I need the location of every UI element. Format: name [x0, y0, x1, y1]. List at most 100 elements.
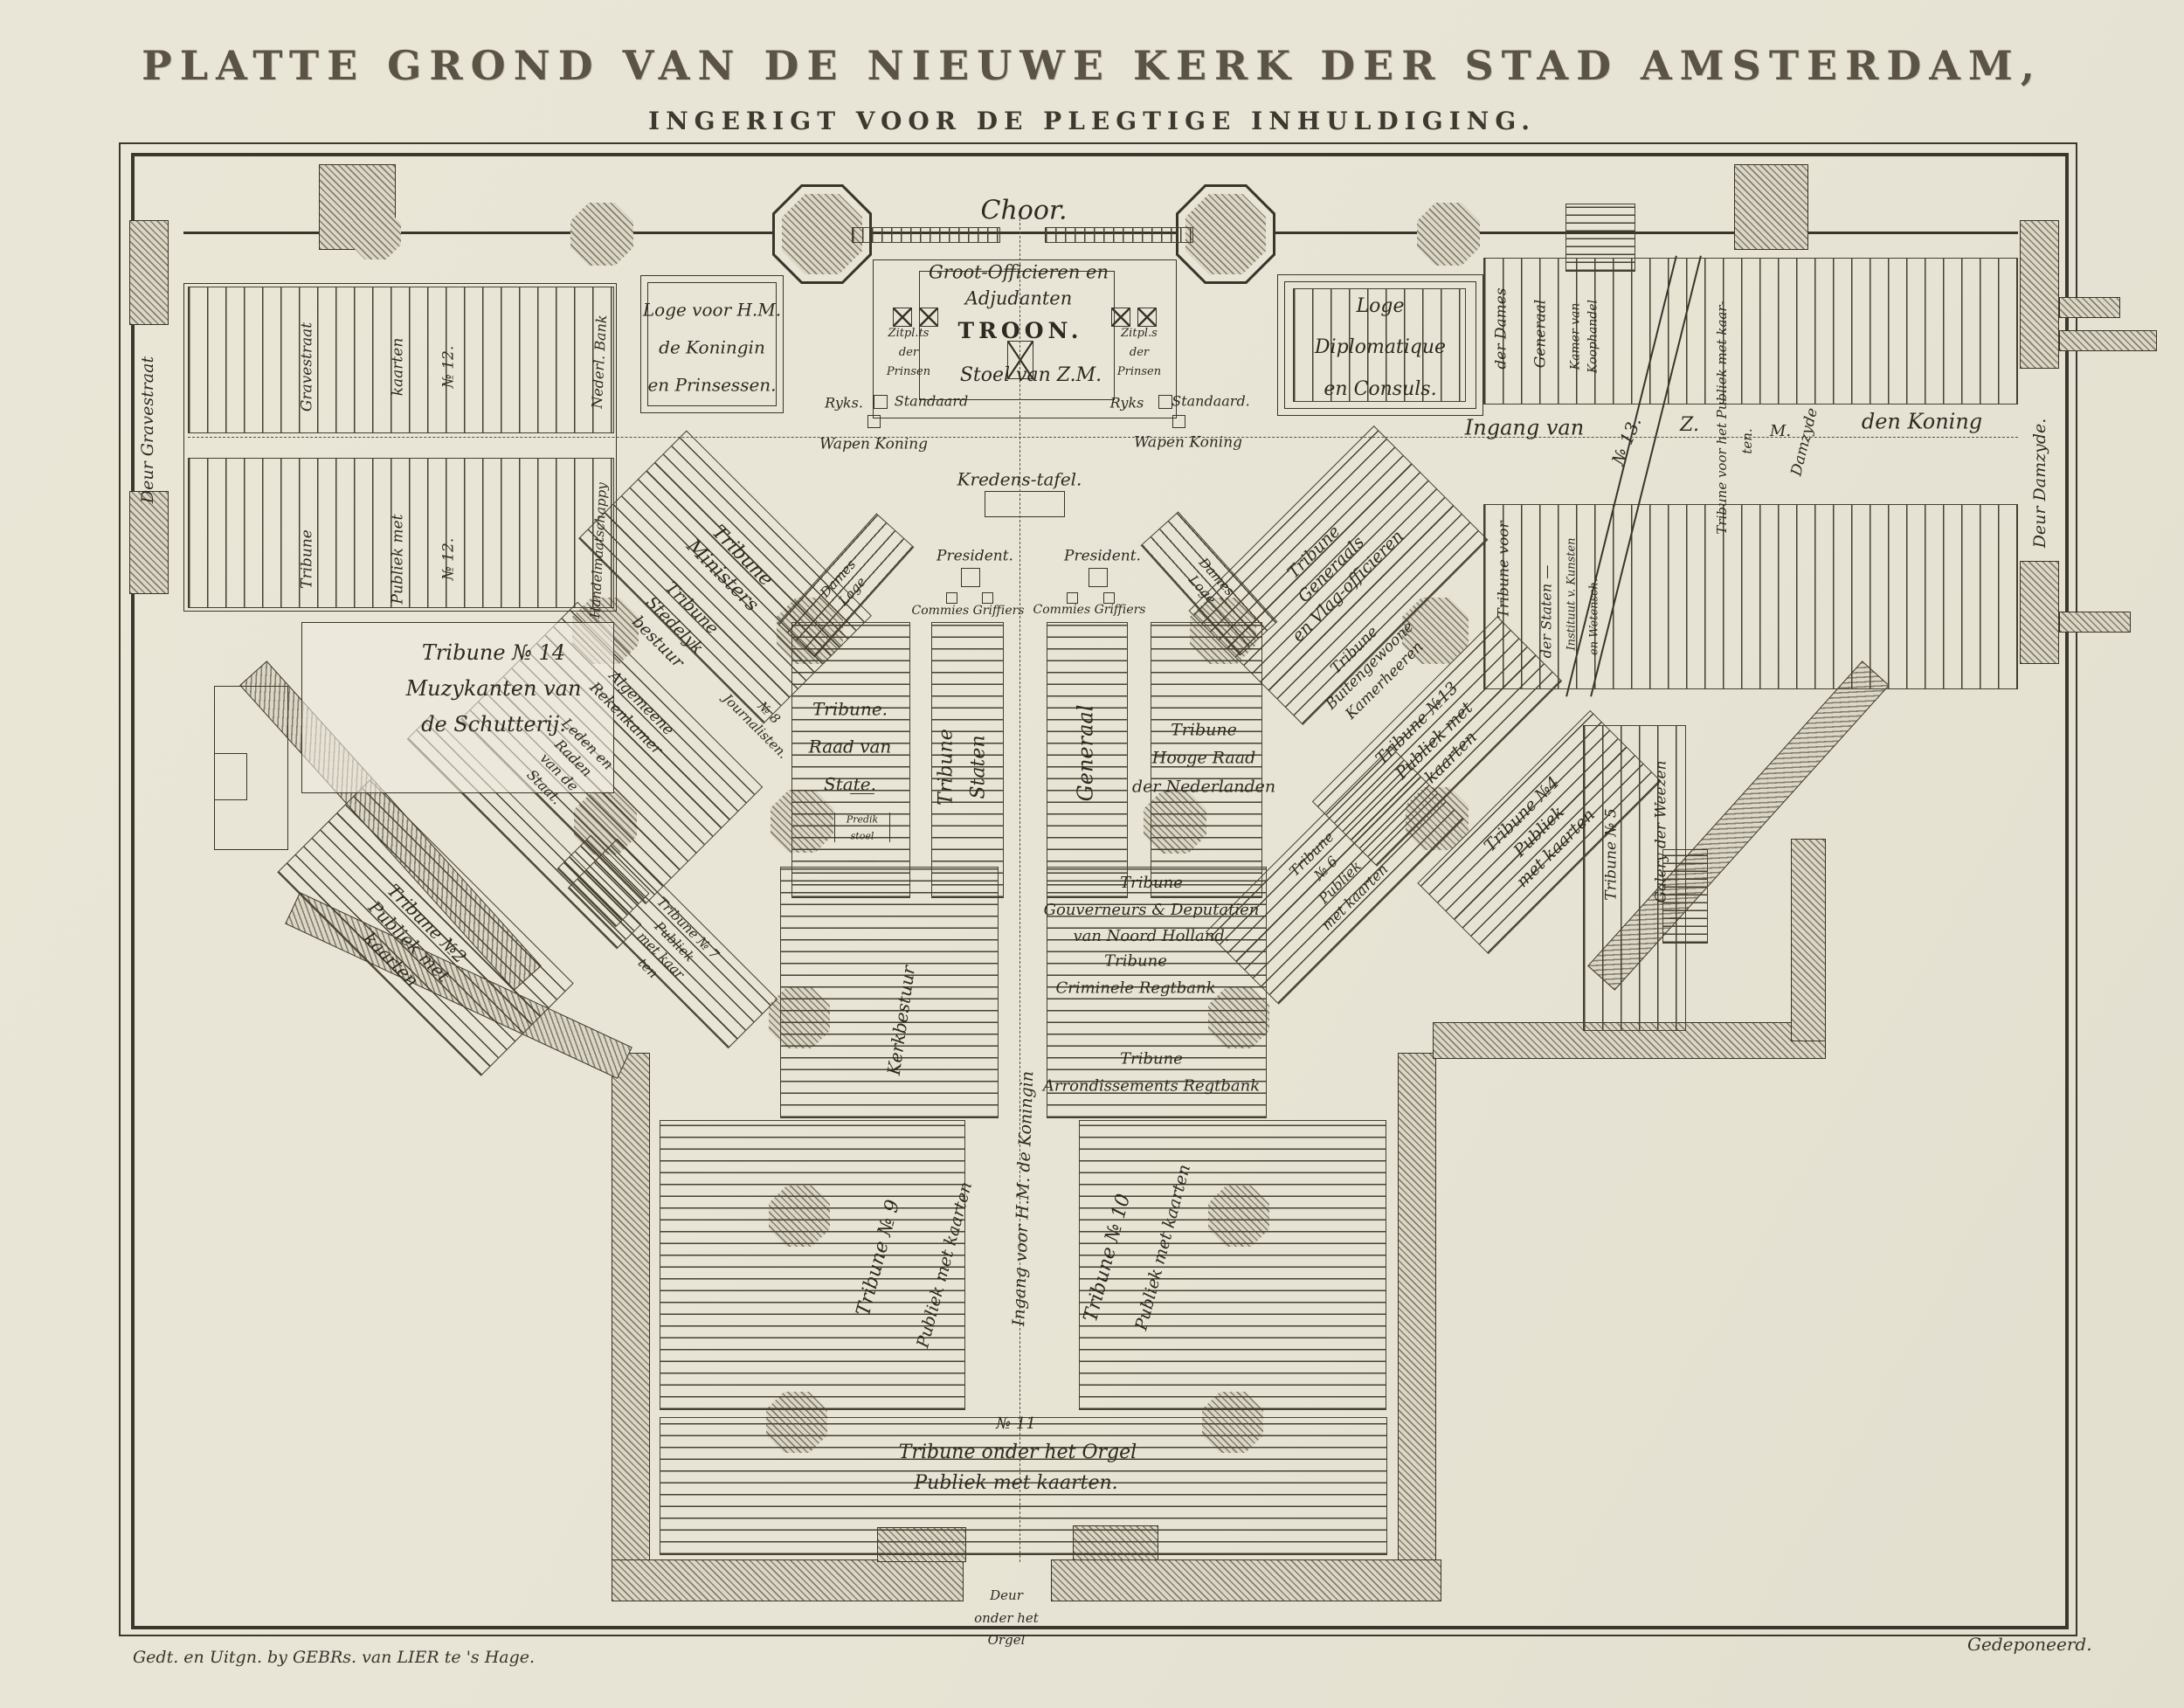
outer-frame — [119, 142, 2077, 1636]
label-no8-journalisten: № 8 Journalisten. — [720, 690, 791, 762]
king-entrance-axis — [188, 437, 2018, 438]
label-tribune-criminele: Tribune Criminele Regtbank — [1055, 951, 1216, 997]
label-galery-der-weezen: Galery der Weezen — [1652, 760, 1670, 903]
griffier-seat — [982, 592, 993, 604]
label-deur-onder-orgel: Deur onder het Orgel — [974, 1587, 1039, 1648]
label-ryks-left: Ryks. — [825, 394, 863, 411]
wall — [129, 220, 169, 325]
pillar — [570, 203, 633, 266]
label-dames-loge-left: Dames Loge — [817, 556, 869, 609]
label-groot-officieren: Groot-Officieren en Adjudanten — [929, 261, 1109, 309]
label-tribune-4: Tribune №4 Publiek met kaarten — [1480, 772, 1600, 892]
stairs — [1662, 849, 1708, 944]
label-rt-kamer-koophandel: Kamer van Koophandel — [1568, 299, 1600, 374]
label-lt-tribune: Tribune — [298, 529, 316, 589]
pillar — [782, 194, 862, 274]
label-kerkbestuur: Kerkbestuur — [882, 964, 920, 1077]
bench-block-vertical — [1483, 504, 2018, 689]
loge-koningin-box — [640, 275, 784, 413]
label-deur-damzyde: Deur Damzyde. — [2030, 418, 2050, 549]
label-wapen-koning-left: Wapen Koning — [819, 435, 929, 453]
center-axis — [1019, 218, 1020, 1562]
tribune14-area — [301, 622, 614, 793]
label-tribune-gouverneurs: Tribune Gouverneurs & Deputatien van Noo… — [1043, 874, 1260, 946]
label-lt-no12-lower: № 12. — [439, 537, 458, 581]
label-publiek-orgel: Publiek met kaarten. — [914, 1472, 1118, 1495]
bench-block-vertical — [188, 287, 614, 433]
label-initial-m: M. — [1769, 421, 1792, 440]
wall — [1791, 839, 1826, 1041]
label-publiek-9: Publiek met kaarten — [913, 1179, 977, 1351]
wall — [2059, 612, 2131, 633]
label-president-right: President. — [1064, 547, 1141, 565]
label-tribune-hooge-raad: Tribune Hooge Raad der Nederlanden — [1131, 720, 1276, 797]
bench-block-horizontal — [1047, 622, 1128, 898]
wall — [2059, 297, 2120, 318]
label-ingang-van: Ingang van — [1464, 415, 1585, 440]
page-title: PLATTE GROND VAN DE NIEUWE KERK DER STAD… — [142, 42, 2042, 89]
label-rt-generaal: Generaal — [1531, 299, 1550, 369]
griffier-seat — [1067, 592, 1078, 604]
stairs — [1565, 204, 1635, 272]
wall — [1398, 1053, 1436, 1568]
bench-block-horizontal — [1151, 622, 1262, 898]
label-lt-handelmaatschappy: Handelmaatschappy — [587, 481, 611, 619]
bench-block-vertical — [188, 458, 614, 608]
label-tribune-onder-orgel: Tribune onder het Orgel — [898, 1442, 1137, 1464]
label-tribune-staten: Tribune Staten — [935, 729, 990, 806]
wall — [129, 491, 169, 594]
wall — [2059, 330, 2157, 351]
label-lt-kaarten: kaarten — [389, 337, 407, 397]
label-tribune-2: Tribune №2 Publiek met kaarten — [359, 880, 471, 992]
label-tribune-stedelyk-bestuur: Tribune Stedelyk bestuur — [628, 577, 722, 672]
standard-marker — [874, 395, 888, 409]
label-tribune-5: Tribune № 5 — [1602, 808, 1621, 901]
label-zitpl-prinsen-left: Zitpl.ts der Prinsen — [886, 326, 931, 379]
label-commies-griffiers-left: Commies Griffiers — [911, 603, 1025, 618]
page-subtitle: INGERIGT VOOR DE PLEGTIGE INHULDIGING. — [647, 107, 1537, 135]
label-tribune-10: Tribune № 10 — [1080, 1191, 1136, 1324]
pillar — [350, 209, 401, 259]
label-loge-koningin: Loge voor H.M. de Koningin en Prinsessen… — [642, 299, 782, 396]
label-lt-publiek-met: Publiek met — [389, 514, 407, 605]
loge-diplomatique-box — [1277, 274, 1483, 416]
inner-frame — [131, 153, 2069, 1629]
wall — [612, 1559, 964, 1601]
pillar — [1417, 203, 1480, 266]
wall — [1051, 1559, 1441, 1601]
label-troon: TROON. — [957, 317, 1083, 343]
bench-block-vertical — [1293, 288, 1466, 402]
label-initial-z: Z. — [1680, 414, 1699, 437]
label-rt-der-staten: der Staten — — [1538, 564, 1555, 659]
prince-seat-marker — [893, 308, 912, 327]
pillar — [1185, 194, 1266, 274]
troon-outer-box — [873, 259, 1177, 418]
president-seat — [1089, 568, 1108, 587]
label-damzyde: Damzyde — [1787, 405, 1821, 478]
label-lt-no12-upper: № 12. — [439, 345, 458, 389]
label-choor: Choor. — [980, 195, 1068, 226]
label-ingang-koningin: Ingang voor H.M. de Koningin — [1009, 1070, 1038, 1327]
chapel-outline-notch — [214, 753, 247, 800]
label-loge-diplomatique: Loge Diplomatique en Consuls. — [1314, 295, 1447, 400]
label-standaard-left: Standaard — [894, 392, 969, 410]
label-generaal: Generaal — [1073, 704, 1098, 802]
label-ryks-right: Ryks — [1109, 394, 1144, 411]
bench-block-horizontal — [931, 622, 1004, 898]
prince-seat-marker — [1137, 308, 1157, 327]
loge-diplomatique-box-inner — [1284, 281, 1476, 409]
bench-block-horizontal — [780, 867, 999, 1118]
label-predikstoel: Predik stoel — [846, 813, 879, 841]
bench-block-horizontal — [660, 1120, 965, 1410]
label-tribune-arrondissements: Tribune Arrondissements Regtbank — [1042, 1049, 1261, 1095]
label-stoel-zm: Stoel van Z.M. — [959, 364, 1102, 387]
griffier-seat — [946, 592, 957, 604]
loge-koningin-box-inner — [647, 282, 777, 406]
kredens-table — [985, 491, 1065, 517]
bench-block-vertical — [1483, 258, 2018, 405]
label-tribune-7: Tribune № 7 Publiek met kaar ten — [634, 894, 722, 982]
wall — [2020, 561, 2059, 664]
label-deur-gravestraat: Deur Gravestraat — [138, 356, 158, 504]
label-president-left: President. — [936, 547, 1013, 565]
